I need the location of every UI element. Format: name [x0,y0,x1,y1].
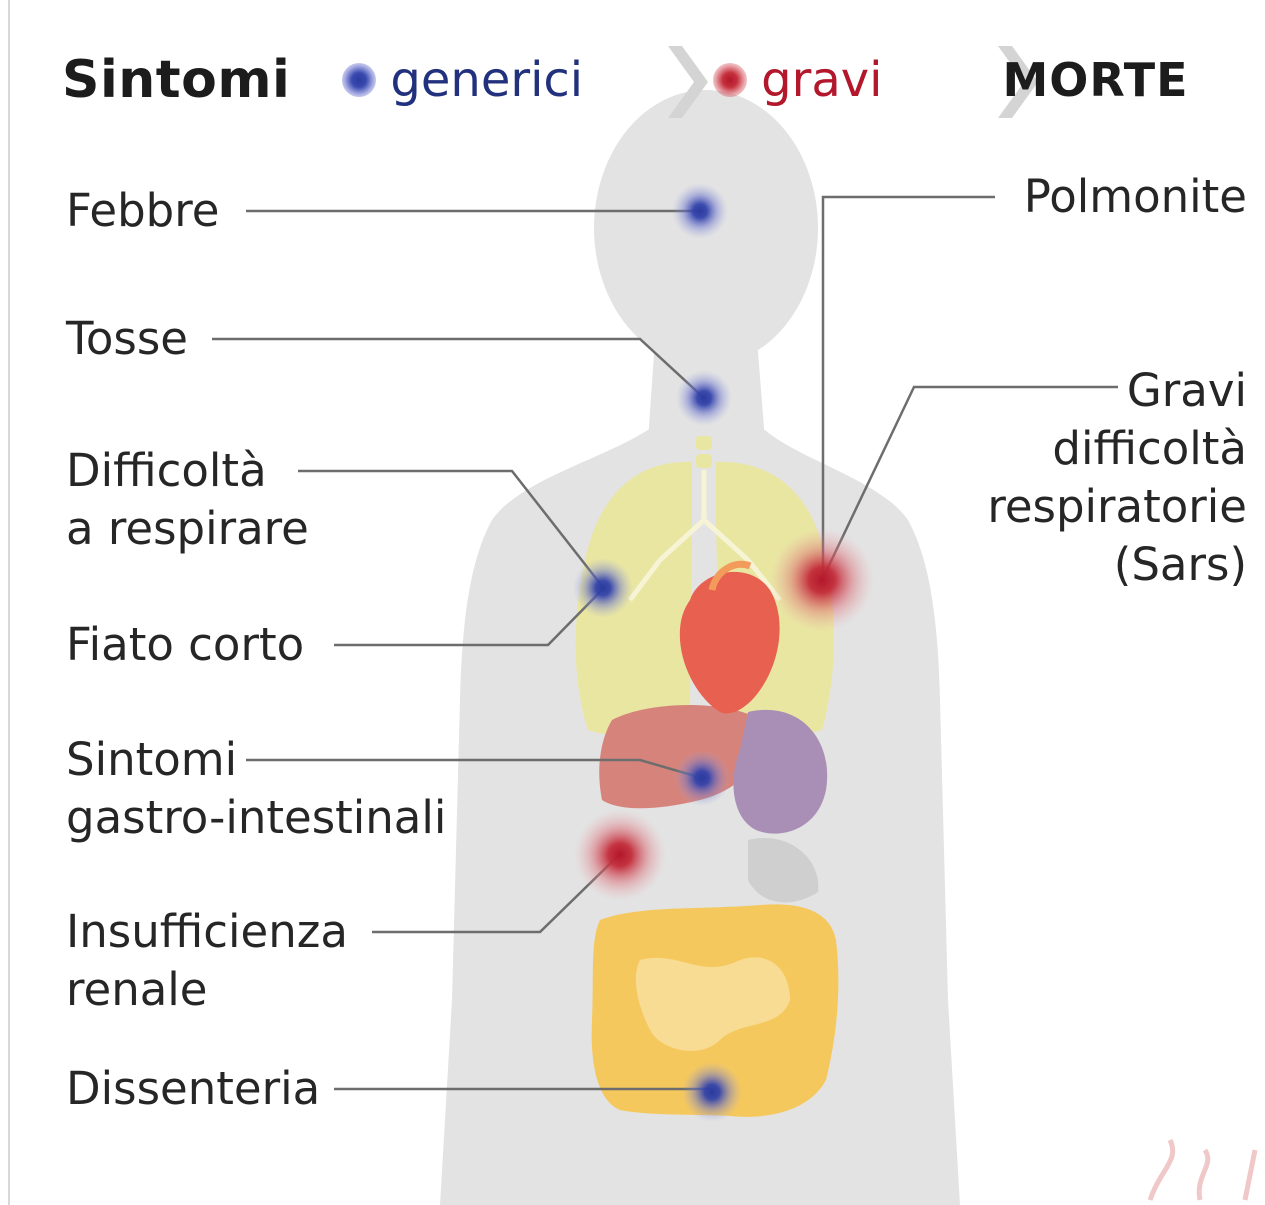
legend-death: MORTE [1003,53,1189,107]
label-febbre: Febbre [66,182,219,240]
label-sars: Gravi difficoltà respiratorie (Sars) [987,362,1247,594]
legend-title: Sintomi [62,50,290,110]
label-line: Insufficienza [66,903,348,961]
label-line: Febbre [66,182,219,240]
label-line: Fiato corto [66,616,304,674]
label-line: a respirare [66,500,309,558]
label-fiato: Fiato corto [66,616,304,674]
label-line: Polmonite [1024,168,1247,226]
marker-lung-icon [573,558,633,618]
legend: Sintomi generici gravi MORTE [62,40,1189,120]
label-polmonite: Polmonite [1024,168,1247,226]
label-line: Difficoltà [66,442,309,500]
legend-generic: generici [390,52,583,108]
label-dissenteria: Dissenteria [66,1060,320,1118]
label-line: renale [66,961,348,1019]
label-line: Tosse [66,310,188,368]
virus-watermark-icon [1150,1140,1255,1200]
marker-gastro-icon [674,750,730,806]
label-line: Sintomi [66,731,446,789]
marker-febbre-icon [672,183,728,239]
line-tosse [212,339,704,398]
label-line: Dissenteria [66,1060,320,1118]
marker-dissenteria-icon [682,1062,742,1122]
label-line: gastro-intestinali [66,789,446,847]
label-difficolta: Difficoltà a respirare [66,442,309,558]
marker-tosse-icon [676,370,732,426]
marker-polmonite-icon [770,528,874,632]
generic-dot-icon [342,63,376,97]
label-line: difficoltà [987,420,1247,478]
marker-renale-icon [574,809,666,901]
label-line: respiratorie [987,478,1247,536]
legend-severe: gravi [761,52,882,108]
label-tosse: Tosse [66,310,188,368]
label-line: Gravi [987,362,1247,420]
label-gastro: Sintomi gastro-intestinali [66,731,446,847]
label-renale: Insufficienza renale [66,903,348,1019]
label-line: (Sars) [987,536,1247,594]
severe-dot-icon [713,63,747,97]
